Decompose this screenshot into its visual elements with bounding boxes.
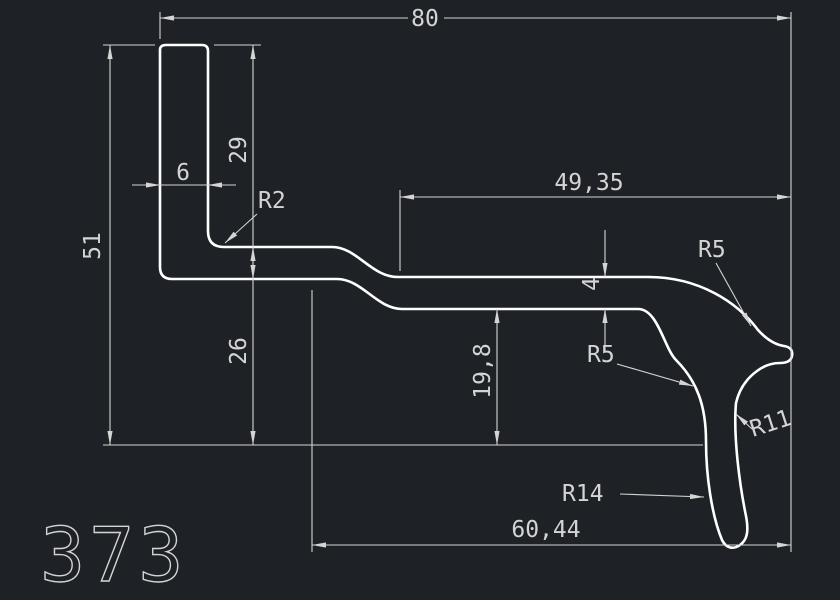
profile-outline xyxy=(158,43,794,550)
leader-line xyxy=(619,493,705,500)
dim-label-leg-depth: 29 xyxy=(226,136,252,164)
leader-line xyxy=(735,413,753,430)
leader-line xyxy=(616,363,694,387)
dim-label-total-height: 51 xyxy=(80,232,106,260)
radius-label-hook-outer: R14 xyxy=(562,481,604,507)
dim-label-hook-span: 60,44 xyxy=(511,517,580,543)
dim-label-drop-height: 19,8 xyxy=(470,343,496,398)
leader-line xyxy=(715,262,752,327)
radius-label-corner-fillet: R2 xyxy=(258,188,286,214)
dimension-leg-width: 6 xyxy=(132,160,236,188)
leader-tip-outer: R5 xyxy=(698,237,752,327)
radius-label-tip-outer: R5 xyxy=(698,237,726,263)
radius-label-web-fillet: R5 xyxy=(587,342,615,368)
leader-line xyxy=(224,213,258,244)
dimension-hook-span: 60,44 xyxy=(311,290,791,552)
dim-label-web-thickness: 4 xyxy=(579,277,605,291)
leader-hook-inner: R11 xyxy=(735,405,795,443)
dimension-leg-depth: 29 xyxy=(214,44,261,279)
dimension-step-depth: 26 xyxy=(226,247,256,445)
dim-label-leg-width: 6 xyxy=(176,160,190,186)
shared-extension-lines xyxy=(103,12,792,552)
radius-label-hook-inner: R11 xyxy=(747,405,795,443)
leader-corner-fillet: R2 xyxy=(224,188,286,244)
dim-label-total-width: 80 xyxy=(411,6,439,32)
dim-label-web-length: 49,35 xyxy=(554,170,623,196)
leader-web-fillet: R5 xyxy=(587,342,694,387)
dimension-web-length: 49,35 xyxy=(399,170,791,271)
part-number: 373 xyxy=(40,511,187,599)
dimension-drop-height: 19,8 xyxy=(470,309,500,445)
leader-hook-outer: R14 xyxy=(562,481,705,507)
dimension-web-thickness: 4 xyxy=(579,230,608,351)
dimension-total-width: 80 xyxy=(159,6,791,39)
dimension-total-height: 51 xyxy=(80,44,155,445)
dim-label-step-depth: 26 xyxy=(226,337,252,365)
